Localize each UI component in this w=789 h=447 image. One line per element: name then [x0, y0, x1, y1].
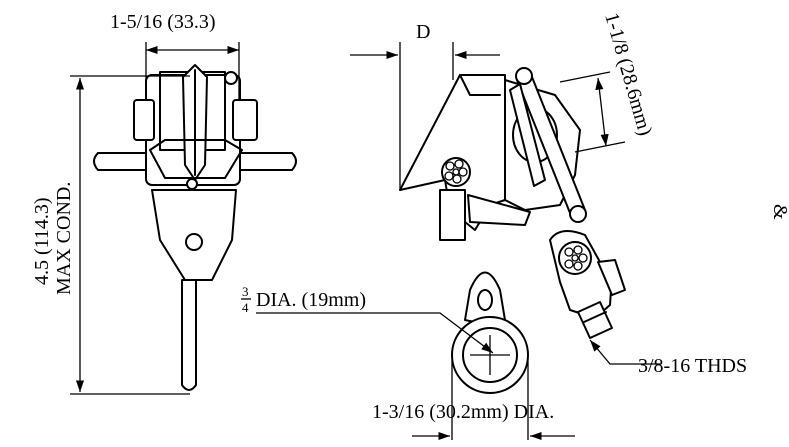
eye-frac-den: 4 [242, 300, 249, 315]
eye-frac-num: 3 [242, 284, 249, 299]
tap-detail: 3/8-16 THDS [549, 230, 747, 377]
nut [577, 301, 613, 339]
front-stem [181, 279, 197, 391]
side-view [399, 67, 587, 394]
front-width-dimension: 1-5/16 (33.3) [110, 11, 240, 100]
tap-conductor [558, 241, 592, 275]
ring-dia-dimension: 1-3/16 (30.2mm) DIA. [372, 360, 575, 441]
edge-glyph: & [769, 204, 789, 220]
front-view [93, 64, 297, 391]
depth-dimension: D [350, 21, 500, 190]
front-width-label: 1-5/16 (33.3) [110, 11, 216, 33]
depth-label: D [416, 21, 430, 43]
eye-dia-dimension: 3 4 DIA. (19mm) [241, 284, 494, 354]
height-dimension: 4.5 (114.3) MAX COND. [31, 75, 190, 395]
eye-dia-label: DIA. (19mm) [256, 289, 366, 311]
height-note: MAX COND. [53, 182, 75, 295]
thread-label: 3/8-16 THDS [638, 355, 747, 377]
height-label: 4.5 (114.3) [31, 197, 53, 285]
ring-dia-label: 1-3/16 (30.2mm) DIA. [372, 401, 554, 423]
rod-dia-label: 1-1/8 (28.6mm) [600, 10, 656, 138]
